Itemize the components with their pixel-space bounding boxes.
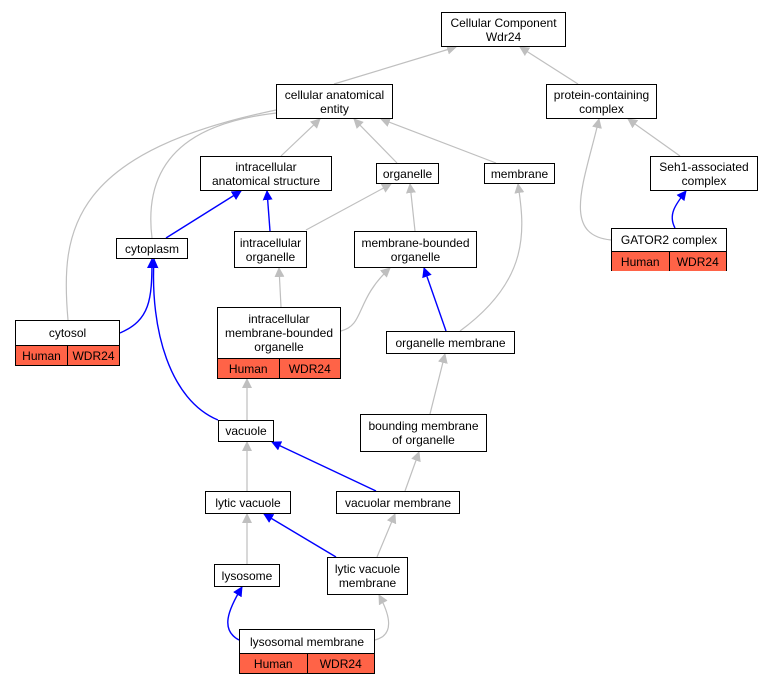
edge-is-a-lm-to-lvm xyxy=(374,594,390,641)
edge-is-a-imbo-to-mbo xyxy=(340,267,391,332)
node-intracellular-organelle[interactable]: intracellular organelle xyxy=(234,231,307,268)
node-vacuolar-membrane[interactable]: vacuolar membrane xyxy=(336,491,460,514)
node-label: organelle membrane xyxy=(395,335,506,350)
node-vacuole[interactable]: vacuole xyxy=(218,420,274,442)
annotation-species: Human xyxy=(228,361,268,376)
node-lytic-vacuole[interactable]: lytic vacuole xyxy=(205,491,291,514)
edge-is-a-vm-to-bmo xyxy=(404,451,421,492)
node-protein-containing-complex[interactable]: protein-containing complex xyxy=(546,84,657,119)
annotation-species: Human xyxy=(22,348,61,363)
edge-is-a-mbo-to-organelle xyxy=(405,183,416,232)
edge-is-a-pcc-to-cc xyxy=(519,46,579,85)
node-membrane[interactable]: membrane xyxy=(484,163,555,184)
node-label: GATOR2 complex xyxy=(620,233,718,247)
node-lysosomal-membrane[interactable]: lysosomal membrane Human WDR24 xyxy=(239,629,375,674)
node-label: lysosomal membrane xyxy=(249,634,365,649)
edge-is-a-organelle-to-cae xyxy=(353,118,398,164)
node-organelle[interactable]: organelle xyxy=(376,163,439,184)
node-gator2-complex[interactable]: GATOR2 complex Human WDR24 xyxy=(611,228,727,271)
node-cytoplasm[interactable]: cytoplasm xyxy=(116,238,188,259)
node-cytosol[interactable]: cytosol Human WDR24 xyxy=(15,320,120,366)
node-label: membrane xyxy=(490,166,549,181)
edge-part-of-lvm-to-lv xyxy=(263,513,337,558)
node-intracellular-membrane-bounded-organelle[interactable]: intracellular membrane-bounded organelle… xyxy=(217,307,341,379)
edge-is-a-ias-to-cae xyxy=(280,118,321,157)
node-label: cytosol xyxy=(48,326,87,340)
annotation-row: Human WDR24 xyxy=(218,358,340,378)
node-lysosome[interactable]: lysosome xyxy=(214,564,280,587)
node-label: vacuole xyxy=(225,424,267,438)
annotation-row: Human WDR24 xyxy=(240,653,374,673)
annotation-gene: WDR24 xyxy=(668,252,727,271)
annotation-gene: WDR24 xyxy=(67,346,119,365)
edge-is-a-cytosol-to-cae xyxy=(65,104,287,321)
annotation-row: Human WDR24 xyxy=(16,345,119,365)
node-label: organelle xyxy=(382,166,433,181)
node-label: Cellular Component Wdr24 xyxy=(450,15,557,44)
node-label: cellular anatomical entity xyxy=(284,87,385,116)
node-cellular-anatomical-entity[interactable]: cellular anatomical entity xyxy=(276,84,393,119)
edge-part-of-vacuole-to-cytoplasm xyxy=(148,258,219,421)
node-label: protein-containing complex xyxy=(553,87,650,116)
edge-is-a-om-to-membrane xyxy=(459,183,525,332)
edge-part-of-io-to-ias xyxy=(262,190,273,232)
annotation-gene: WDR24 xyxy=(278,359,341,378)
edge-is-a-membrane-to-cae xyxy=(380,117,497,164)
node-label: intracellular membrane-bounded organelle xyxy=(224,312,334,354)
edge-part-of-cytoplasm-to-ias xyxy=(165,190,242,239)
annotation-species: Human xyxy=(620,254,660,269)
node-bounding-membrane-of-organelle[interactable]: bounding membrane of organelle xyxy=(360,414,487,452)
node-label: Seh1-associated complex xyxy=(659,159,749,188)
edge-is-a-bmo-to-om xyxy=(429,353,448,415)
node-label: bounding membrane of organelle xyxy=(368,419,479,447)
edge-part-of-gator2-to-seh1 xyxy=(671,190,687,229)
node-label: lytic vacuole xyxy=(215,495,281,510)
node-label: lytic vacuole membrane xyxy=(334,562,401,590)
node-lytic-vacuole-membrane[interactable]: lytic vacuole membrane xyxy=(327,557,408,595)
node-label: intracellular organelle xyxy=(239,235,302,264)
node-seh1-associated-complex[interactable]: Seh1-associated complex xyxy=(650,156,758,191)
edge-is-a-imbo-to-io xyxy=(274,267,285,308)
node-label: cytoplasm xyxy=(124,241,180,256)
edge-is-a-cytoplasm-to-cae xyxy=(150,107,287,239)
edge-is-a-cae-to-cc xyxy=(333,44,457,85)
node-label: lysosome xyxy=(221,568,273,583)
edge-is-a-gator2-to-pcc xyxy=(579,118,612,241)
node-organelle-membrane[interactable]: organelle membrane xyxy=(386,331,515,354)
edge-part-of-om-to-mbo xyxy=(422,267,447,332)
edge-is-a-lvm-to-vm xyxy=(376,513,397,558)
edge-is-a-seh1-to-pcc xyxy=(627,118,681,157)
edge-is-a-io-to-organelle xyxy=(305,183,392,231)
edge-part-of-vm-to-vacuole xyxy=(271,441,377,492)
annotation-gene: WDR24 xyxy=(306,654,375,673)
node-label: intracellular anatomical structure xyxy=(211,159,321,188)
node-label: vacuolar membrane xyxy=(344,495,452,510)
annotation-row: Human WDR24 xyxy=(612,251,726,271)
edge-part-of-cytosol-to-cytoplasm xyxy=(119,258,157,334)
node-membrane-bounded-organelle[interactable]: membrane-bounded organelle xyxy=(354,231,477,268)
edge-part-of-lm-to-lysosome xyxy=(227,586,243,641)
node-cellular-component[interactable]: Cellular Component Wdr24 xyxy=(441,12,566,47)
node-intracellular-anatomical-structure[interactable]: intracellular anatomical structure xyxy=(200,156,332,191)
node-label: membrane-bounded organelle xyxy=(361,235,470,264)
annotation-species: Human xyxy=(253,656,293,671)
